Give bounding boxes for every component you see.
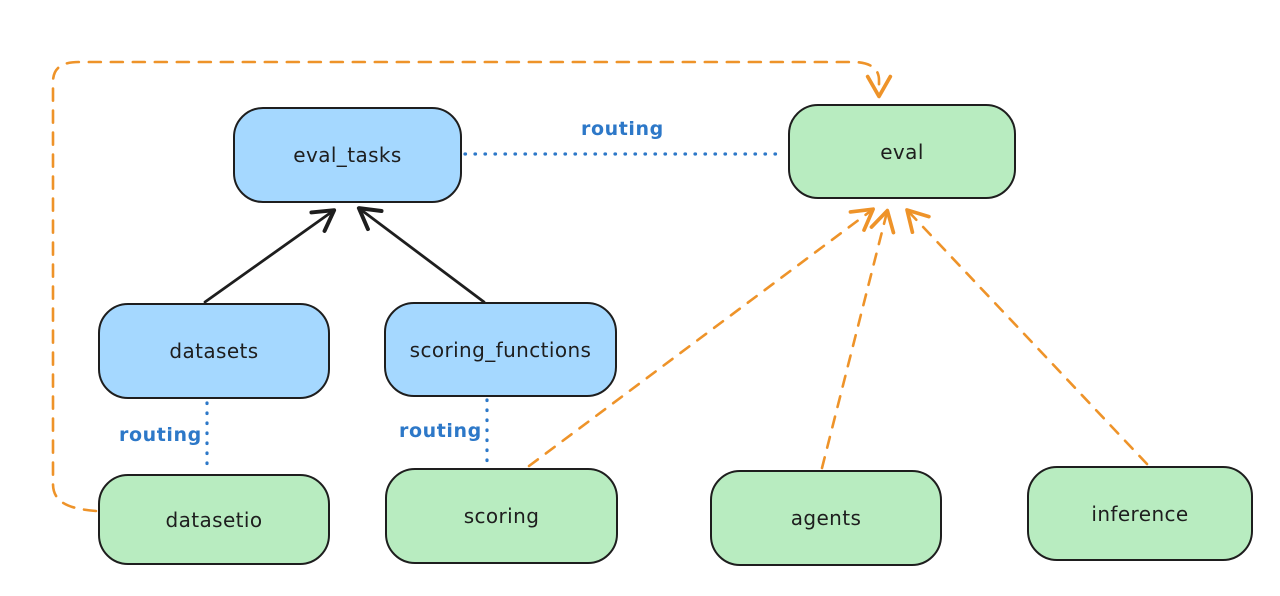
node-datasets-label: datasets xyxy=(169,339,259,363)
edge-label-routing-scoring-functions-scoring: routing xyxy=(399,420,482,442)
node-eval-tasks: eval_tasks xyxy=(233,107,462,203)
edge-label-routing-eval-tasks-eval: routing xyxy=(581,118,664,140)
node-eval-label: eval xyxy=(880,139,924,164)
node-datasets: datasets xyxy=(98,303,330,399)
node-eval-tasks-label: eval_tasks xyxy=(293,143,402,167)
node-inference-label: inference xyxy=(1091,501,1189,526)
node-datasetio: datasetio xyxy=(98,474,330,565)
edge-agents-to-eval xyxy=(820,208,896,470)
node-agents-label: agents xyxy=(790,506,862,530)
edge-inference-to-eval xyxy=(905,208,1149,466)
node-scoring-functions: scoring_functions xyxy=(384,302,617,397)
node-datasetio-label: datasetio xyxy=(165,507,263,532)
edge-label-routing-datasets-datasetio: routing xyxy=(119,424,202,446)
node-eval: eval xyxy=(788,104,1016,199)
node-agents: agents xyxy=(710,470,942,566)
node-scoring-label: scoring xyxy=(463,504,540,528)
node-scoring: scoring xyxy=(385,468,618,564)
node-scoring-functions-label: scoring_functions xyxy=(409,337,592,362)
node-inference: inference xyxy=(1027,466,1253,561)
edge-datasets-to-eval-tasks xyxy=(203,208,337,304)
edge-scoring-functions-to-eval-tasks xyxy=(356,206,486,304)
